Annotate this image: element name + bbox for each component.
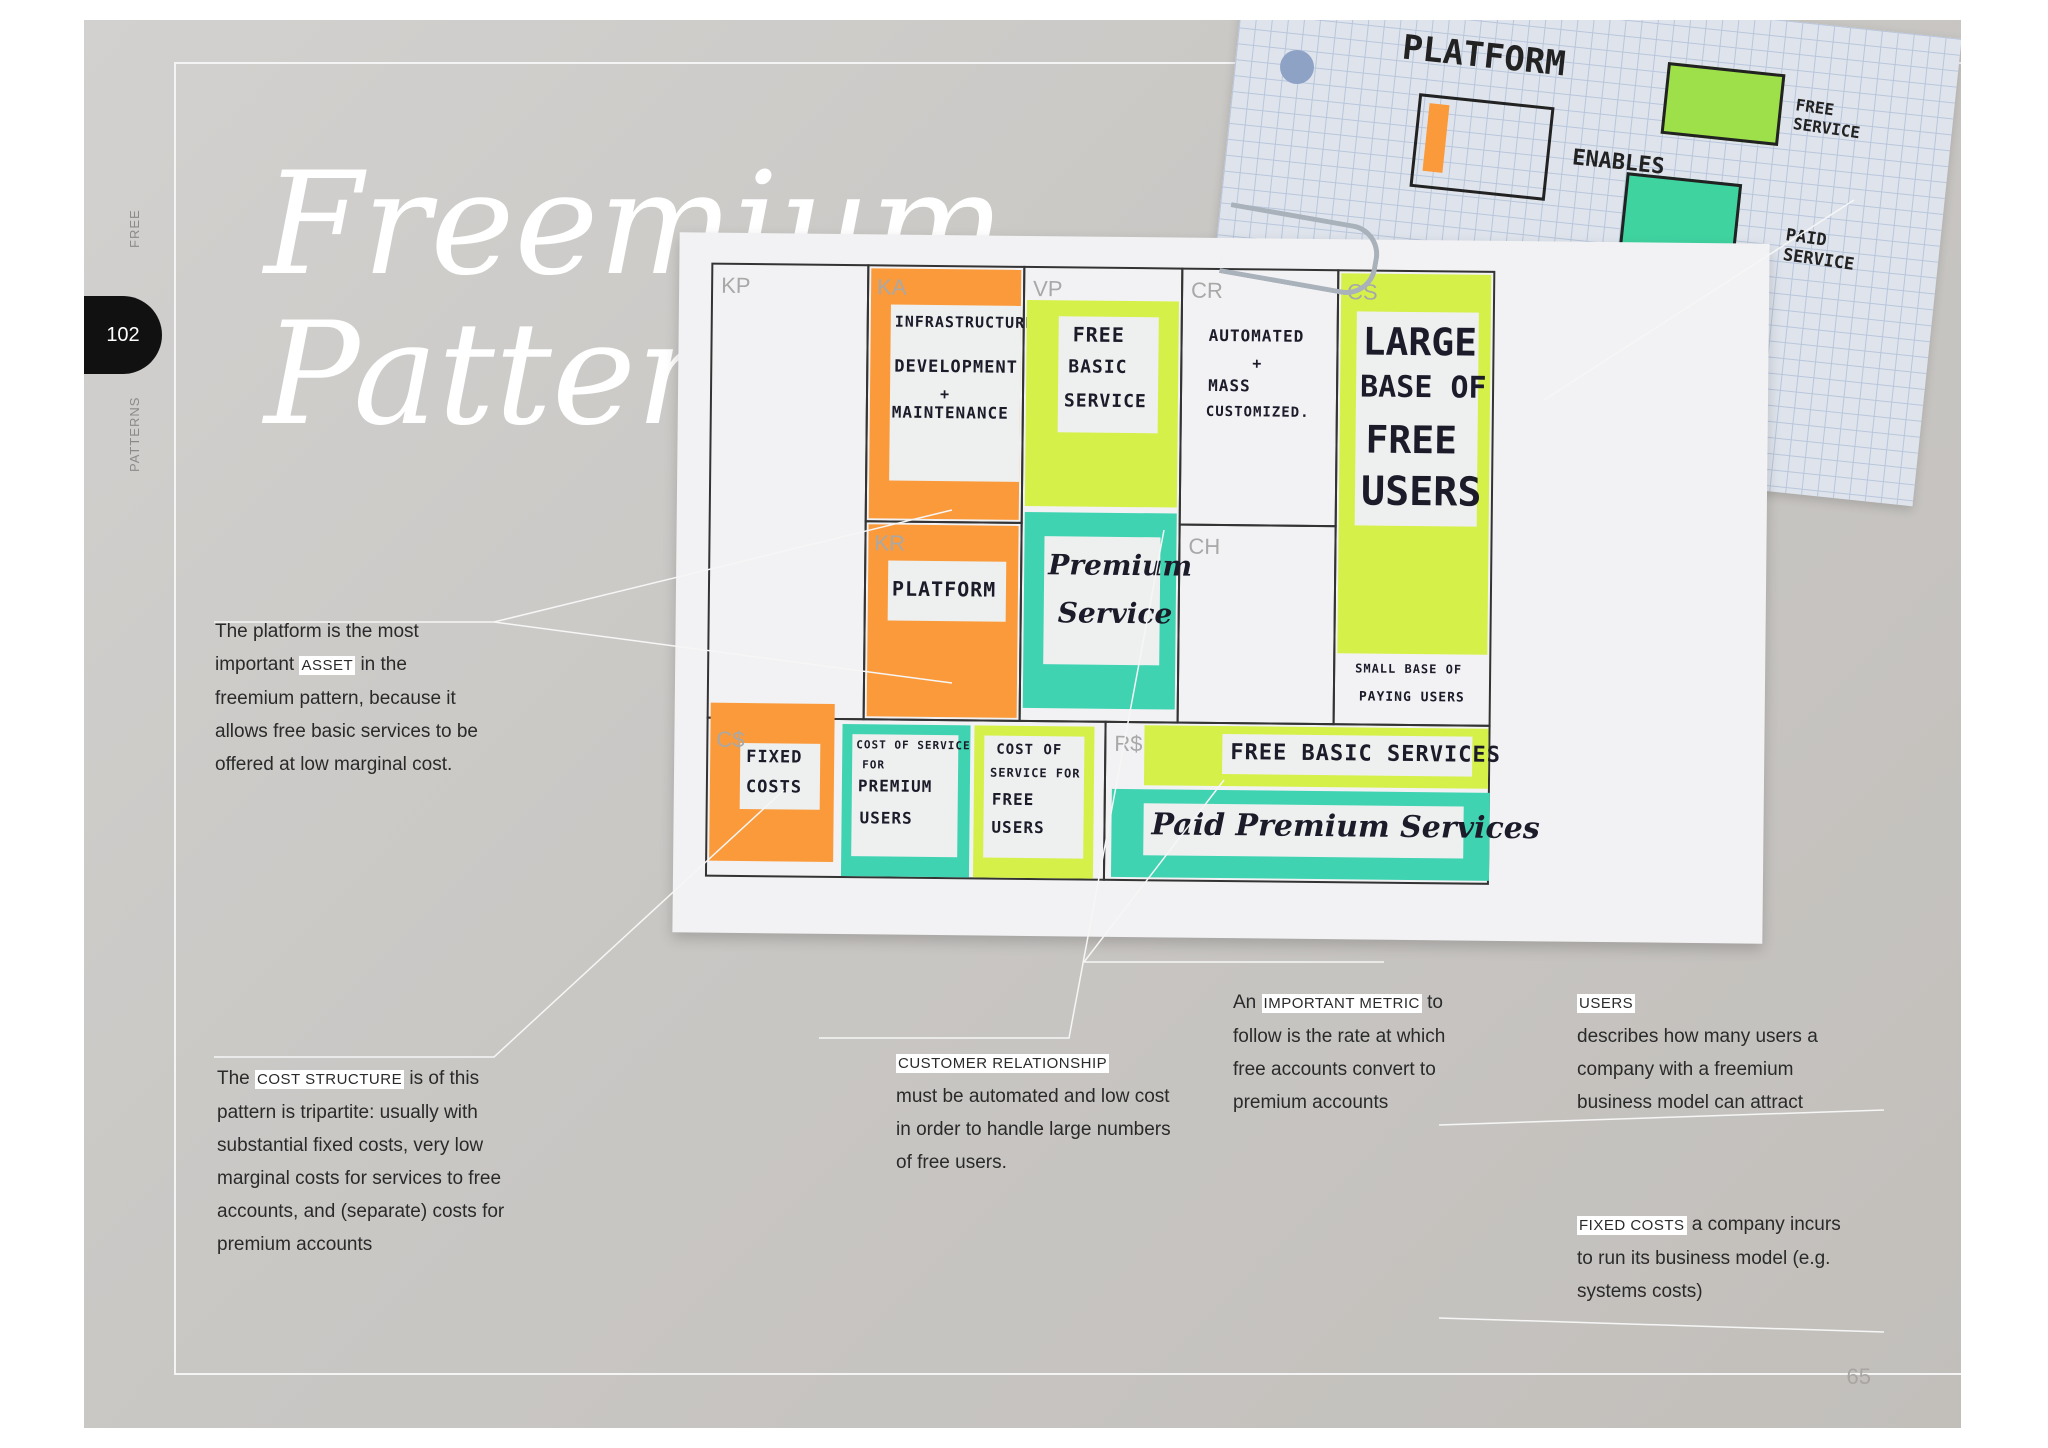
annotation-customer-highlight: CUSTOMER RELATIONSHIP [896, 1054, 1110, 1073]
annotation-metric-before: An [1233, 992, 1262, 1013]
annotation-cost-after: is of this pattern is tripartite: usuall… [217, 1068, 505, 1255]
annotation-metric-highlight: IMPORTANT METRIC [1261, 994, 1422, 1013]
annotation-fixed-costs: FIXED COSTS a company incurs to run its … [1577, 1208, 1857, 1308]
annotation-metric: An IMPORTANT METRIC to follow is the rat… [1233, 986, 1483, 1119]
annotation-cost-before: The [217, 1068, 256, 1089]
annotation-platform-before: The platform is the most important [215, 621, 419, 675]
annotation-cost-highlight: COST STRUCTURE [255, 1070, 405, 1089]
annotation-fixed-highlight: FIXED COSTS [1577, 1216, 1687, 1235]
annotation-leader-lines [214, 199, 1885, 1333]
annotation-users-highlight: USERS [1577, 994, 1636, 1013]
annotation-fixed-after: a company incurs to run its business mod… [1577, 1214, 1841, 1302]
book-page: FREE 102 PATTERNS PLATFORM ENABLES FREE … [84, 20, 1961, 1428]
page-frame [174, 62, 1961, 1375]
annotation-platform: The platform is the most important ASSET… [215, 615, 485, 781]
annotation-cost: The COST STRUCTURE is of this pattern is… [217, 1062, 527, 1261]
annotation-metric-after: to follow is the rate at which free acco… [1233, 992, 1446, 1113]
page-number: 65 [1846, 1364, 1871, 1389]
annotation-customer: CUSTOMER RELATIONSHIP must be automated … [896, 1046, 1176, 1179]
annotation-platform-highlight: ASSET [299, 656, 356, 675]
annotation-customer-after: must be automated and low cost in order … [896, 1086, 1171, 1173]
punch-hole [1280, 50, 1314, 84]
page-badge: 102 [84, 296, 162, 374]
annotation-platform-after: in the freemium pattern, because it allo… [215, 654, 478, 775]
annotation-users: USERS describes how many users a company… [1577, 986, 1857, 1119]
annotation-users-after: describes how many users a company with … [1577, 1026, 1818, 1113]
